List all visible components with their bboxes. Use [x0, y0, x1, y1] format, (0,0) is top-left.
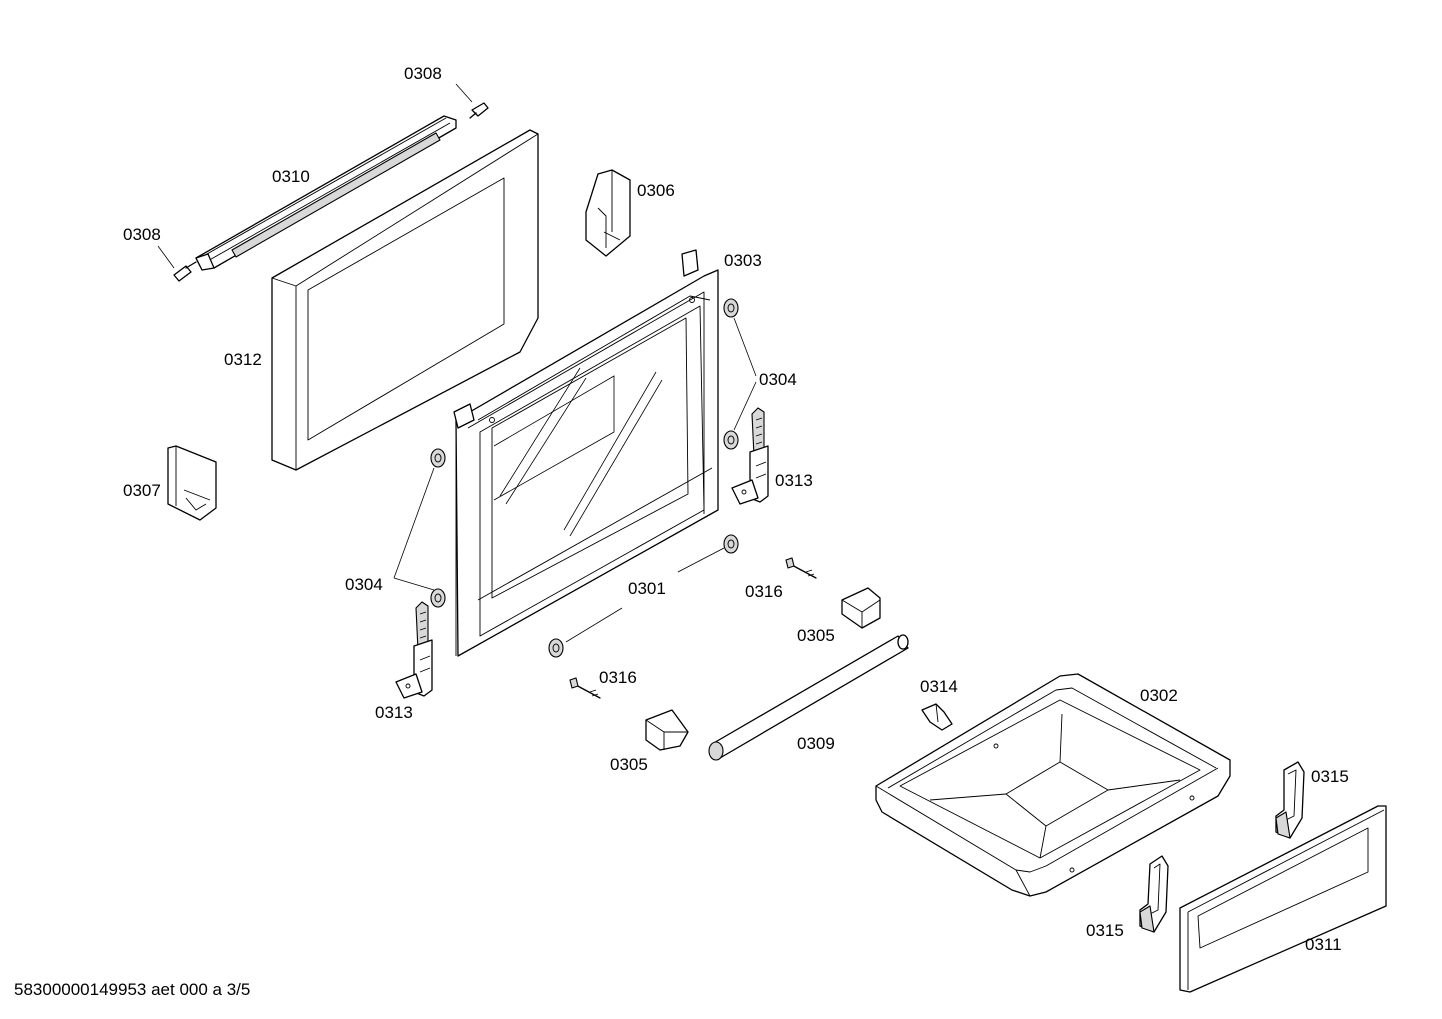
- label-0304-left: 0304: [345, 575, 383, 594]
- part-0308-screw-left: [157, 245, 197, 282]
- part-0311-drawer-front: [1179, 805, 1387, 993]
- part-0307-bracket: [167, 445, 217, 521]
- door-window-glass: [493, 367, 663, 537]
- label-0313-right: 0313: [775, 471, 813, 490]
- part-0314-bracket: [921, 703, 953, 731]
- part-0313-hinge-right: [731, 407, 769, 505]
- part-0306-bracket: [585, 169, 631, 257]
- part-0303-outer-door: [453, 249, 719, 657]
- label-0311: 0311: [1305, 935, 1342, 954]
- label-0303: 0303: [724, 251, 762, 270]
- part-0301-roller-left: [548, 638, 564, 658]
- label-0305-right: 0305: [797, 626, 835, 645]
- label-0307: 0307: [123, 481, 161, 500]
- part-0310-top-trim: [195, 115, 457, 271]
- part-0301-roller-right: [723, 534, 739, 554]
- part-labels: 0308 0308 0310 0312 0307 0306 0303 0304 …: [123, 64, 1349, 954]
- label-0314: 0314: [920, 677, 958, 696]
- part-0308-screw-top: [455, 83, 489, 119]
- label-0308-top: 0308: [404, 64, 442, 83]
- part-0309-rod: [708, 634, 909, 761]
- label-0316-left: 0316: [599, 668, 637, 687]
- label-0308-left: 0308: [123, 225, 161, 244]
- label-0305-left: 0305: [610, 755, 648, 774]
- label-0315-right: 0315: [1311, 767, 1349, 786]
- label-0306: 0306: [637, 181, 675, 200]
- part-0305-cover-left: [645, 709, 689, 751]
- part-0315-runner-right: [1275, 761, 1305, 839]
- part-0304-roller-mr: [723, 430, 739, 450]
- part-0304-roller-ml: [430, 448, 446, 468]
- label-0313-left: 0313: [375, 703, 413, 722]
- label-0316-right: 0316: [745, 582, 783, 601]
- leaders-0301: [565, 547, 725, 643]
- label-0315-left: 0315: [1086, 921, 1124, 940]
- leaders-0304: [393, 317, 757, 591]
- label-0309: 0309: [797, 734, 835, 753]
- part-0313-hinge-left: [395, 601, 433, 699]
- part-0316-pin-right: [785, 557, 817, 579]
- part-0304-roller-bl: [430, 588, 446, 608]
- document-code: 58300000149953 aet 000 a 3/5: [14, 980, 251, 999]
- label-0304-right: 0304: [759, 370, 797, 389]
- part-0304-roller-tr: [723, 298, 739, 318]
- part-0302-drawer-tray: [875, 673, 1231, 897]
- label-0302: 0302: [1140, 686, 1178, 705]
- part-0312-inner-glass: [271, 129, 539, 471]
- part-0305-cover-right: [841, 587, 881, 629]
- label-0312: 0312: [224, 350, 262, 369]
- part-0315-runner-left: [1139, 855, 1169, 933]
- label-0301: 0301: [628, 579, 666, 598]
- part-0316-pin-left: [569, 677, 601, 699]
- label-0310: 0310: [272, 167, 310, 186]
